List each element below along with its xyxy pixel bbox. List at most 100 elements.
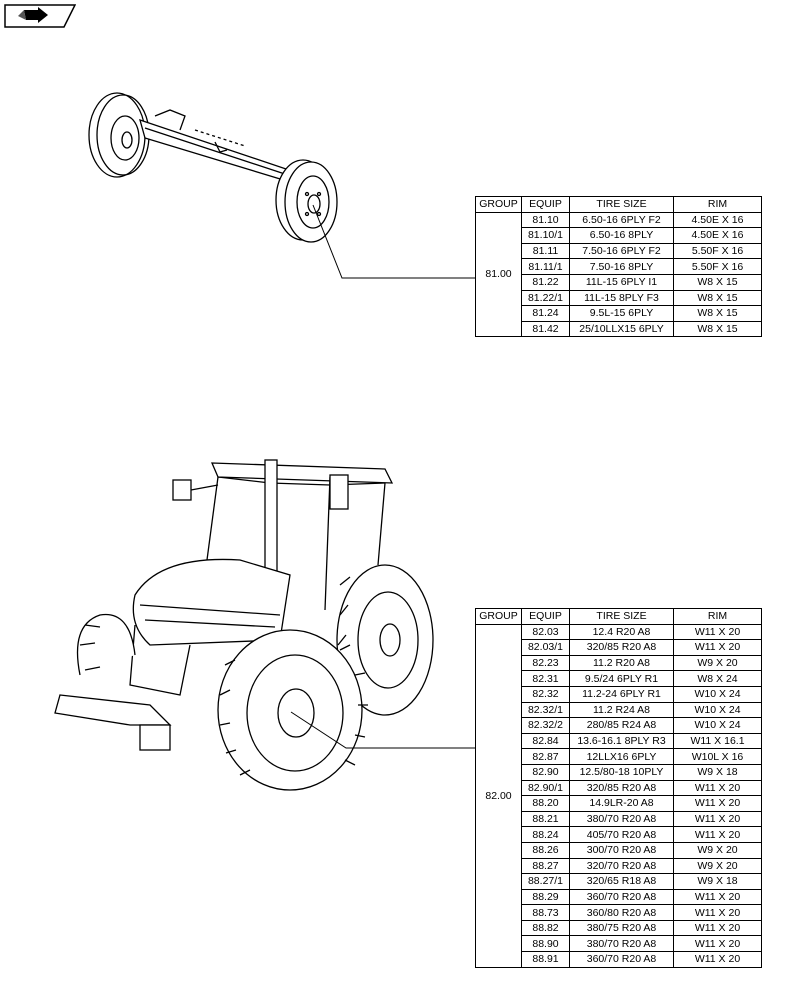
tire-size-cell: 300/70 R20 A8 [569, 841, 674, 859]
rim-cell: W11 X 16.1 [673, 732, 762, 750]
rim-cell: W8 X 15 [673, 320, 762, 338]
equip-cell: 82.03 [521, 623, 570, 641]
tire-size-cell: 14.9LR-20 A8 [569, 795, 674, 812]
rim-cell: 5.50F X 16 [673, 258, 762, 275]
rim-cell: W11 X 20 [673, 623, 762, 641]
tire-size-cell: 320/65 R18 A8 [569, 873, 674, 890]
column-header-group: GROUP [475, 608, 522, 625]
equip-cell: 81.11/1 [521, 258, 570, 275]
rim-cell: W10 X 24 [673, 717, 762, 734]
equip-cell: 82.32 [521, 685, 570, 703]
tire-size-cell: 11L-15 8PLY F3 [569, 289, 674, 307]
tire-size-cell: 12.5/80-18 10PLY [569, 763, 674, 781]
rim-cell: W11 X 20 [673, 795, 762, 812]
rim-cell: W9 X 20 [673, 857, 762, 875]
tire-size-cell: 380/70 R20 A8 [569, 935, 674, 953]
tire-size-cell: 6.50-16 6PLY F2 [569, 211, 674, 229]
tire-size-cell: 12LLX16 6PLY [569, 748, 674, 765]
rim-cell: W11 X 20 [673, 639, 762, 656]
column-header-equip: EQUIP [521, 196, 570, 213]
tire-size-cell: 405/70 R20 A8 [569, 826, 674, 843]
front-axle-illustration [88, 92, 338, 243]
equip-cell: 82.90/1 [521, 779, 570, 797]
rim-cell: W8 X 15 [673, 289, 762, 307]
column-header-equip: EQUIP [521, 608, 570, 625]
nav-back-button[interactable] [4, 4, 77, 28]
rim-cell: W8 X 24 [673, 670, 762, 687]
equip-cell: 81.22 [521, 273, 570, 291]
tire-size-cell: 320/70 R20 A8 [569, 857, 674, 875]
rim-cell: 4.50E X 16 [673, 211, 762, 229]
tire-size-cell: 6.50-16 8PLY [569, 227, 674, 244]
equip-cell: 82.31 [521, 670, 570, 687]
tire-size-cell: 360/80 R20 A8 [569, 904, 674, 921]
equip-cell: 82.87 [521, 748, 570, 765]
column-header-rim: RIM [673, 196, 762, 213]
equip-cell: 82.84 [521, 732, 570, 750]
equip-cell: 82.32/1 [521, 701, 570, 719]
equip-cell: 81.24 [521, 305, 570, 322]
tire-size-cell: 380/75 R20 A8 [569, 919, 674, 937]
rim-cell: W9 X 18 [673, 873, 762, 890]
equip-cell: 88.29 [521, 888, 570, 906]
tire-size-cell: 9.5/24 6PLY R1 [569, 670, 674, 687]
equip-cell: 82.32/2 [521, 717, 570, 734]
group-cell: 82.00 [475, 623, 522, 968]
tire-size-cell: 13.6-16.1 8PLY R3 [569, 732, 674, 750]
equip-cell: 88.27/1 [521, 873, 570, 890]
equip-cell: 81.11 [521, 242, 570, 260]
rim-cell: W9 X 20 [673, 841, 762, 859]
tire-size-cell: 25/10LLX15 6PLY [569, 320, 674, 338]
rim-cell: 4.50E X 16 [673, 227, 762, 244]
forward-arrow-icon [4, 4, 77, 28]
table-header-row: GROUP EQUIP TIRE SIZE RIM [475, 608, 762, 625]
table-header-row: GROUP EQUIP TIRE SIZE RIM [475, 196, 762, 213]
equip-cell: 81.10 [521, 211, 570, 229]
rim-cell: W11 X 20 [673, 904, 762, 921]
tire-size-cell: 11L-15 6PLY I1 [569, 273, 674, 291]
column-header-tire-size: TIRE SIZE [569, 196, 674, 213]
tire-size-cell: 7.50-16 6PLY F2 [569, 242, 674, 260]
tire-size-cell: 12.4 R20 A8 [569, 623, 674, 641]
rim-cell: W11 X 20 [673, 935, 762, 953]
equip-cell: 88.90 [521, 935, 570, 953]
tire-size-cell: 9.5L-15 6PLY [569, 305, 674, 322]
tire-size-cell: 280/85 R24 A8 [569, 717, 674, 734]
column-header-tire-size: TIRE SIZE [569, 608, 674, 625]
rim-cell: W8 X 15 [673, 305, 762, 322]
equip-cell: 88.26 [521, 841, 570, 859]
rim-cell: W10 X 24 [673, 701, 762, 719]
equip-cell: 88.82 [521, 919, 570, 937]
tire-size-cell: 360/70 R20 A8 [569, 951, 674, 968]
equip-cell: 88.24 [521, 826, 570, 843]
rim-cell: W11 X 20 [673, 826, 762, 843]
rim-cell: W10 X 24 [673, 685, 762, 703]
rim-cell: W8 X 15 [673, 273, 762, 291]
equip-cell: 81.42 [521, 320, 570, 338]
tire-size-cell: 11.2 R20 A8 [569, 654, 674, 672]
rim-cell: W11 X 20 [673, 888, 762, 906]
tire-size-cell: 11.2 R24 A8 [569, 701, 674, 719]
rim-cell: W9 X 18 [673, 763, 762, 781]
tire-size-cell: 320/85 R20 A8 [569, 779, 674, 797]
column-header-rim: RIM [673, 608, 762, 625]
